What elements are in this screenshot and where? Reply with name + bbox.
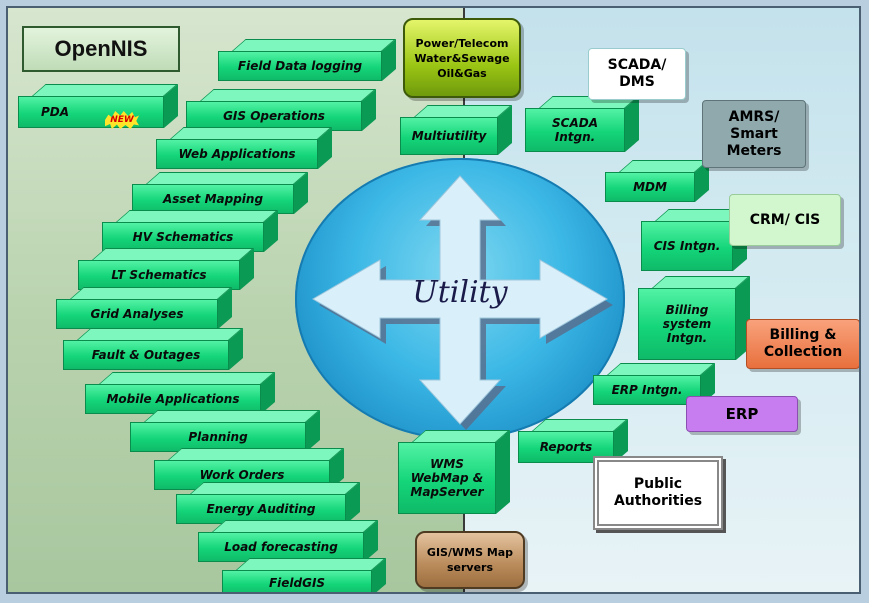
box-label: HV Schematics [102,222,264,252]
hv-schematics-box: HV Schematics [102,210,278,252]
utility-label: Utility [412,275,508,310]
box-label: WMS WebMap & MapServer [398,442,496,514]
four-way-arrow-icon [312,175,613,430]
box-label: LT Schematics [78,260,240,290]
amrs-smart-meters-box: AMRS/ Smart Meters [702,100,806,168]
box-label: Load forecasting [198,532,364,562]
pda-label: PDA [41,105,70,119]
planning-box: Planning [130,410,320,452]
field-data-logging-box: Field Data logging [218,39,396,81]
box-label: ERP Intgn. [593,375,701,405]
box-label: Asset Mapping [132,184,294,214]
gis-wms-box: GIS/WMS Map servers [415,531,525,589]
fault-outages-box: Fault & Outages [63,328,243,370]
billing-collection-box: Billing & Collection [746,319,859,369]
fieldgis-box: FieldGIS [222,558,386,592]
box-label: Reports [518,431,614,463]
box-label: Web Applications [156,139,318,169]
box-label: Grid Analyses [56,299,218,329]
billing-system-intgn-box: Billing system Intgn. [638,276,750,360]
grid-analyses-box: Grid Analyses [56,287,232,329]
box-label: Billing system Intgn. [638,288,736,360]
box-label: MDM [605,172,695,202]
mdm-box: MDM [605,160,709,202]
opennis-title: OpenNIS [22,26,180,72]
box-label: FieldGIS [222,570,372,592]
new-badge: NEW [105,111,139,129]
box-label: SCADA Intgn. [525,108,625,152]
web-applications-box: Web Applications [156,127,332,169]
box-label: Energy Auditing [176,494,346,524]
crm-cis-box: CRM/ CIS [729,194,841,246]
diagram-frame: OpenNIS Field Data logging PDA NEW GIS O… [6,6,861,594]
scada-intgn-box: SCADA Intgn. [525,96,639,152]
pda-box: PDA [18,84,178,128]
box-label: Fault & Outages [63,340,229,370]
wms-webmap-box: WMS WebMap & MapServer [398,430,510,514]
lt-schematics-box: LT Schematics [78,248,254,290]
utility-hub: Utility [295,158,625,440]
asset-mapping-box: Asset Mapping [132,172,308,214]
box-label: Field Data logging [218,51,382,81]
power-telecom-box: Power/Telecom Water&Sewage Oil&Gas [403,18,521,98]
box-label: Multiutility [400,117,498,155]
multiutility-box: Multiutility [400,105,512,155]
erp-box: ERP [686,396,798,432]
box-label: Planning [130,422,306,452]
scada-dms-box: SCADA/ DMS [588,48,686,100]
energy-auditing-box: Energy Auditing [176,482,360,524]
box-label: CIS Intgn. [641,221,733,271]
box-label: PDA [18,96,164,128]
public-authorities-box: Public Authorities [593,456,723,530]
gis-operations-box: GIS Operations [186,89,376,131]
load-forecasting-box: Load forecasting [198,520,378,562]
mobile-applications-box: Mobile Applications [85,372,275,414]
reports-box: Reports [518,419,628,463]
box-label: GIS Operations [186,101,362,131]
erp-intgn-box: ERP Intgn. [593,363,715,405]
